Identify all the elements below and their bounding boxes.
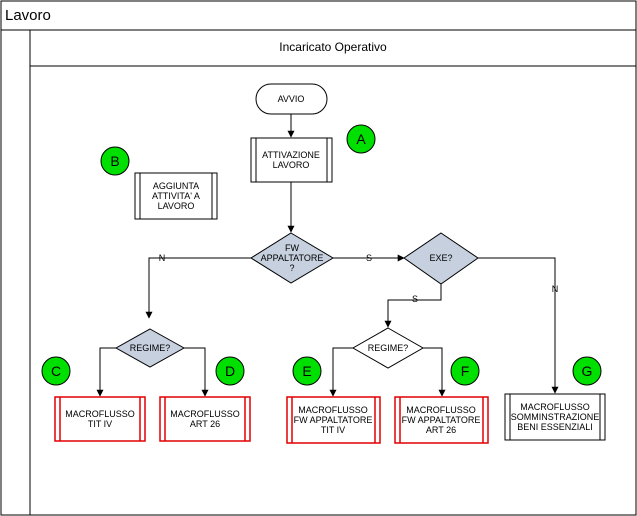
decision-regime-right-label: REGIME?: [368, 343, 409, 353]
label-line: EXE?: [429, 253, 452, 263]
edge-regime-right-f: [423, 347, 446, 397]
badge-d: D: [215, 356, 245, 386]
svg-text:C: C: [51, 363, 61, 379]
start-node[interactable]: AVVIO: [255, 83, 328, 115]
edge-label-fw-yes: S: [366, 253, 372, 263]
label-line: FW APPALTATORE: [294, 415, 373, 425]
label-line: MACROFLUSSO: [298, 405, 368, 415]
label-line: AGGIUNTA: [153, 181, 199, 191]
label-line: ART 26: [426, 425, 456, 435]
label-line: AVVIO: [278, 94, 305, 104]
edge-fw-no: [145, 257, 251, 319]
badge-f: F: [450, 356, 480, 386]
edge-regime-left-c: [96, 347, 116, 397]
decision-exe[interactable]: EXE?: [403, 232, 479, 285]
label-line: MACROFLUSSO: [406, 405, 476, 415]
badge-b: B: [100, 146, 130, 176]
label-line: ATTIVAZIONE: [262, 150, 320, 160]
label-line: MACROFLUSSO: [520, 402, 590, 412]
decision-regime-left-label: REGIME?: [130, 343, 171, 353]
svg-text:D: D: [225, 363, 235, 379]
label-line: FW APPALTATORE: [402, 415, 481, 425]
label-line: ?: [289, 263, 294, 273]
edge-label-fw-no: N: [159, 253, 166, 263]
edge-label-exe-yes: S: [412, 294, 418, 304]
pool-title: Lavoro: [5, 7, 51, 24]
start-node-label: AVVIO: [278, 94, 305, 104]
badge-e: E: [292, 356, 322, 386]
edge-exe-no: [478, 257, 559, 394]
label-line: LAVORO: [273, 160, 310, 170]
label-line: REGIME?: [368, 343, 409, 353]
svg-text:A: A: [356, 131, 366, 147]
edge-label-exe-no: N: [552, 284, 559, 294]
edge-regime-left-d: [184, 347, 209, 397]
badge-c: C: [41, 356, 71, 386]
decision-regime-right[interactable]: REGIME?: [351, 327, 425, 369]
label-line: MACROFLUSSO: [65, 409, 135, 419]
label-line: TIT IV: [88, 419, 112, 429]
badge-g: G: [572, 356, 602, 386]
label-line: ART 26: [190, 419, 220, 429]
svg-text:B: B: [110, 153, 119, 169]
decision-exe-label: EXE?: [429, 253, 452, 263]
label-line: TIT IV: [321, 425, 345, 435]
label-line: ATTIVITA' A: [152, 191, 200, 201]
label-line: LAVORO: [158, 201, 195, 211]
lane-title: Incaricato Operativo: [279, 40, 387, 54]
label-line: APPALTATORE: [261, 253, 324, 263]
label-line: SOMMINSTRAZIONE: [511, 412, 600, 422]
label-line: BENI ESSENZIALI: [517, 422, 593, 432]
svg-text:F: F: [461, 363, 470, 379]
connectors: [96, 114, 559, 397]
edge-regime-right-e: [329, 347, 353, 397]
label-line: MACROFLUSSO: [170, 409, 240, 419]
decision-regime-left[interactable]: REGIME?: [114, 328, 186, 368]
label-line: REGIME?: [130, 343, 171, 353]
badge-a: A: [346, 124, 376, 154]
label-line: FW: [285, 243, 299, 253]
edge-exe-yes: [384, 284, 442, 328]
svg-text:G: G: [582, 363, 593, 379]
svg-text:E: E: [302, 363, 311, 379]
